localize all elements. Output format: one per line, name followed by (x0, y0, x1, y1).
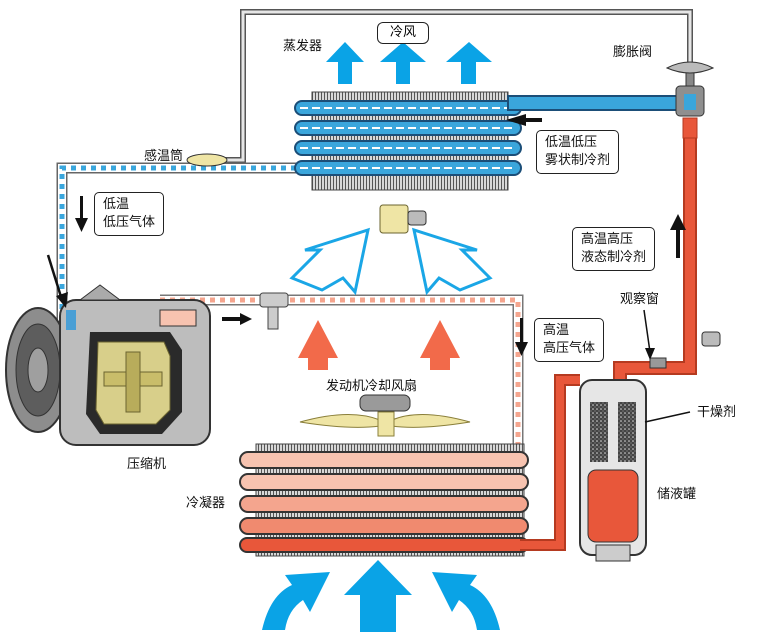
engine-cooling-fan (299, 394, 471, 437)
sight-glass-pointer (643, 309, 655, 360)
desiccant-label: 干燥剂 (697, 405, 737, 420)
suction-line (56, 162, 296, 330)
engine-fan-label: 发动机冷却风扇 (326, 379, 418, 394)
hot-air-arrows (298, 320, 460, 370)
blower-fan (379, 204, 427, 234)
state-line-2: 高压气体 (543, 341, 596, 356)
temp-bulb-label: 感温筒 (144, 149, 184, 164)
intake-air-arrows (289, 227, 493, 296)
compressor (5, 284, 211, 446)
state-high-temp-liquid: 高温高压 液态制冷剂 (572, 227, 656, 271)
state-line-1: 高温高压 (581, 232, 634, 247)
liquid-line (613, 117, 721, 395)
evaporator (294, 91, 699, 191)
state-line-2: 雾状制冷剂 (545, 153, 611, 168)
condenser-label: 冷凝器 (186, 496, 226, 511)
compressor-label: 压缩机 (127, 457, 167, 472)
expansion-valve-label: 膨胀阀 (613, 45, 653, 60)
state-low-temp-mist: 低温低压 雾状制冷剂 (536, 130, 620, 174)
state-high-temp-gas: 高温 高压气体 (534, 318, 605, 362)
discharge-line (160, 292, 524, 452)
state-low-temp-gas: 低温 低压气体 (94, 192, 165, 236)
sight-glass-label: 观察窗 (620, 292, 660, 307)
suction-inlet-arrow (46, 254, 64, 301)
expansion-valve (665, 61, 715, 117)
state-line-2: 低压气体 (103, 215, 156, 230)
state-line-1: 高温 (543, 323, 570, 338)
ambient-air-arrows (262, 560, 500, 632)
condenser (239, 374, 580, 557)
receiver-drier (579, 379, 691, 562)
cold-air-arrows (326, 42, 492, 84)
state-line-1: 低温 (103, 197, 130, 212)
evaporator-label: 蒸发器 (283, 39, 323, 54)
state-line-2: 液态制冷剂 (581, 250, 647, 265)
state-line-1: 低温低压 (545, 135, 598, 150)
cold-air-label: 冷风 (377, 22, 430, 44)
flow-arrows (75, 114, 686, 356)
temp-bulb-icon (186, 153, 228, 167)
receiver-label: 储液罐 (657, 487, 697, 502)
bulb-capillary-line (225, 9, 693, 163)
